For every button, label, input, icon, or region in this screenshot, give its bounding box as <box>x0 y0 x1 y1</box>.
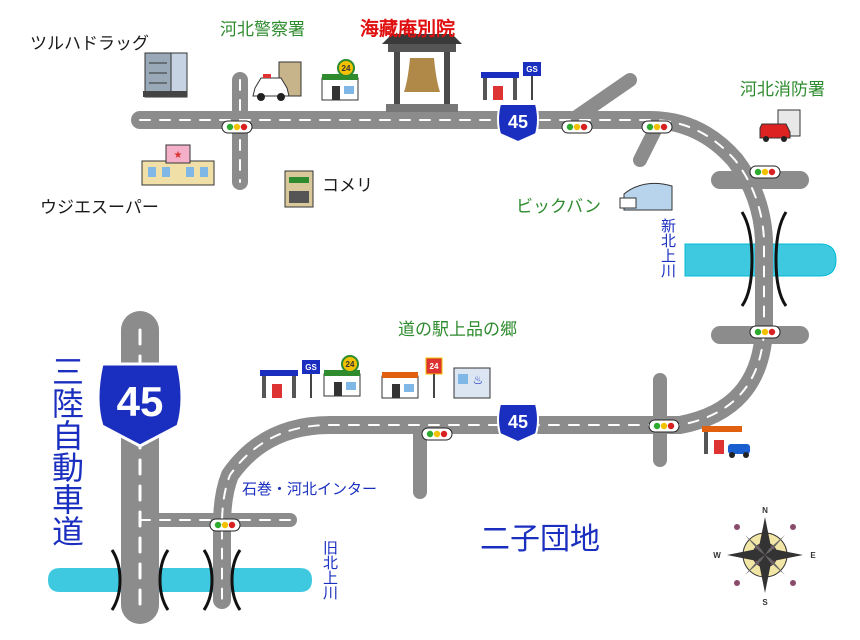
traffic-light <box>749 165 781 179</box>
interchange-label: 石巻・河北インター <box>242 480 378 498</box>
compass-w: W <box>713 551 721 560</box>
sign-24-label: 24 <box>342 64 351 73</box>
old-kitakami-river <box>48 568 312 592</box>
compass-e: E <box>810 551 816 560</box>
compass-rose: N S E W <box>713 506 816 607</box>
bridge-marks <box>110 211 788 611</box>
komeri-icon <box>284 170 314 208</box>
drugstore-icon <box>143 52 188 98</box>
old-kitakami-label: 旧北上川 <box>321 540 339 600</box>
supermarket-label: ウジエスーパー <box>40 198 159 218</box>
supermarket-icon: ★ <box>141 144 215 186</box>
fire-station-icon <box>759 109 801 142</box>
route-45-label: 45 <box>508 412 528 432</box>
gas-station-icon <box>702 426 750 458</box>
traffic-light <box>421 427 453 441</box>
route-45-large-shield: 45 <box>96 362 184 448</box>
komeri-label: コメリ <box>322 176 373 196</box>
traffic-lights <box>209 120 781 532</box>
roadside-station-label: 道の駅上品の郷 <box>398 320 517 340</box>
traffic-light <box>749 325 781 339</box>
sign-24-label: 24 <box>346 360 355 369</box>
route-45-shield: 45 <box>497 103 539 144</box>
svg-text:♨: ♨ <box>473 373 484 387</box>
police-station-icon <box>252 61 302 101</box>
convenience-store-icon: 24 <box>321 59 359 101</box>
bigbang-label: ビックバン <box>516 197 601 217</box>
onsen-icon: ♨ <box>453 367 491 399</box>
drugstore-label: ツルハドラッグ <box>30 34 149 54</box>
svg-text:★: ★ <box>174 150 183 161</box>
convenience-store-icon: 24 <box>323 355 361 397</box>
bigbang-icon <box>619 182 673 211</box>
traffic-light <box>221 120 253 134</box>
temple-icon <box>382 34 462 112</box>
sign-gs-label: GS <box>526 65 538 74</box>
expressway-label: 三陸自動車道 <box>47 355 85 547</box>
danchi-label: 二子団地 <box>480 522 600 557</box>
convenience-store-icon: 24 <box>381 357 443 399</box>
traffic-light <box>209 518 241 532</box>
compass-s: S <box>762 598 768 607</box>
police-label: 河北警察署 <box>220 20 305 40</box>
fire-station-label: 河北消防署 <box>740 80 825 100</box>
temple-label: 海藏庵別院 <box>360 18 456 40</box>
new-kitakami-label: 新北上川 <box>659 218 677 278</box>
traffic-light <box>561 120 593 134</box>
sign-gs-label: GS <box>305 363 317 372</box>
gas-station-icon: GS <box>481 62 541 100</box>
route-45-label: 45 <box>508 112 528 132</box>
route-45-large-label: 45 <box>117 378 164 425</box>
gas-station-icon: GS <box>260 360 320 398</box>
route-45-shield: 45 <box>497 403 539 444</box>
compass-n: N <box>762 506 768 515</box>
traffic-light <box>641 120 673 134</box>
sign-24-label: 24 <box>430 362 439 371</box>
traffic-light <box>648 419 680 433</box>
